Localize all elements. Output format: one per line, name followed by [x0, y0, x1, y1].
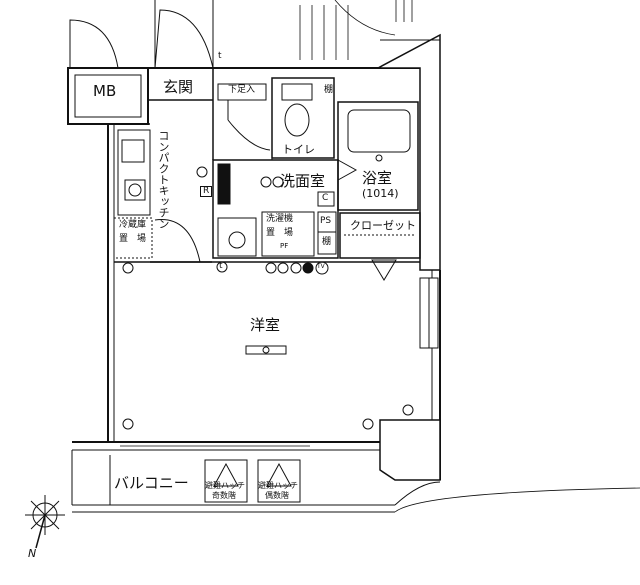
hatch-even-label-2: 偶数階 [265, 491, 289, 500]
washroom-label: 洗面室 [280, 172, 326, 190]
kitchen-counter [117, 129, 151, 216]
hatch-odd-label-1: 避難ハッチ [205, 481, 245, 490]
c-box [317, 191, 335, 207]
escape-hatch-even [257, 459, 301, 503]
stair-hatch [299, 0, 413, 60]
column-bottom-right [379, 419, 441, 481]
pf-label: PF [280, 242, 289, 250]
toilet-label: トイレ [282, 143, 315, 156]
closet-door-mark [371, 259, 397, 281]
r-mark-label: R [200, 186, 213, 197]
western-room-label: 洋室 [250, 316, 281, 334]
fridge-label-1: 冷蔵庫 [119, 220, 147, 230]
shelf-label: 棚 [324, 85, 334, 95]
t-mark-top-label: t [218, 51, 222, 61]
washroom [212, 159, 339, 259]
washer-label-1: 洗濯機 [266, 214, 294, 224]
escape-hatch-odd [204, 459, 248, 503]
closet [339, 212, 421, 259]
ceiling-light [245, 345, 287, 355]
bath-label: 浴室 [362, 169, 393, 187]
shoe-box-label: 下足入 [228, 85, 256, 95]
compass-north-label: N [28, 547, 37, 560]
shelf2-label: 棚 [322, 237, 332, 247]
door-swing-mb-right [154, 9, 214, 69]
ps-label: PS [320, 216, 332, 226]
t-mark-bottom-label: t [219, 261, 223, 271]
fridge-space [113, 217, 153, 259]
kitchen-label: コンパクトキッチン [157, 130, 170, 229]
mb-label: MB [93, 82, 117, 100]
hatch-even-label-1: 避難ハッチ [258, 481, 298, 490]
bath-size-label: (1014) [362, 187, 399, 200]
tv-outlet-label: TV [317, 263, 325, 270]
fridge-label-2: 置 場 [119, 234, 147, 244]
door-swing-mb-left [69, 19, 119, 69]
balcony-label: バルコニー [114, 474, 189, 492]
closet-label: クローゼット [350, 219, 416, 232]
bath-room [337, 101, 419, 211]
entrance-label: 玄関 [163, 78, 194, 96]
mb-box [67, 67, 149, 125]
compass-rose [25, 495, 65, 549]
washer-label-2: 置 場 [266, 228, 294, 238]
c-label: C [322, 193, 329, 203]
hatch-odd-label-2: 奇数階 [212, 491, 236, 500]
